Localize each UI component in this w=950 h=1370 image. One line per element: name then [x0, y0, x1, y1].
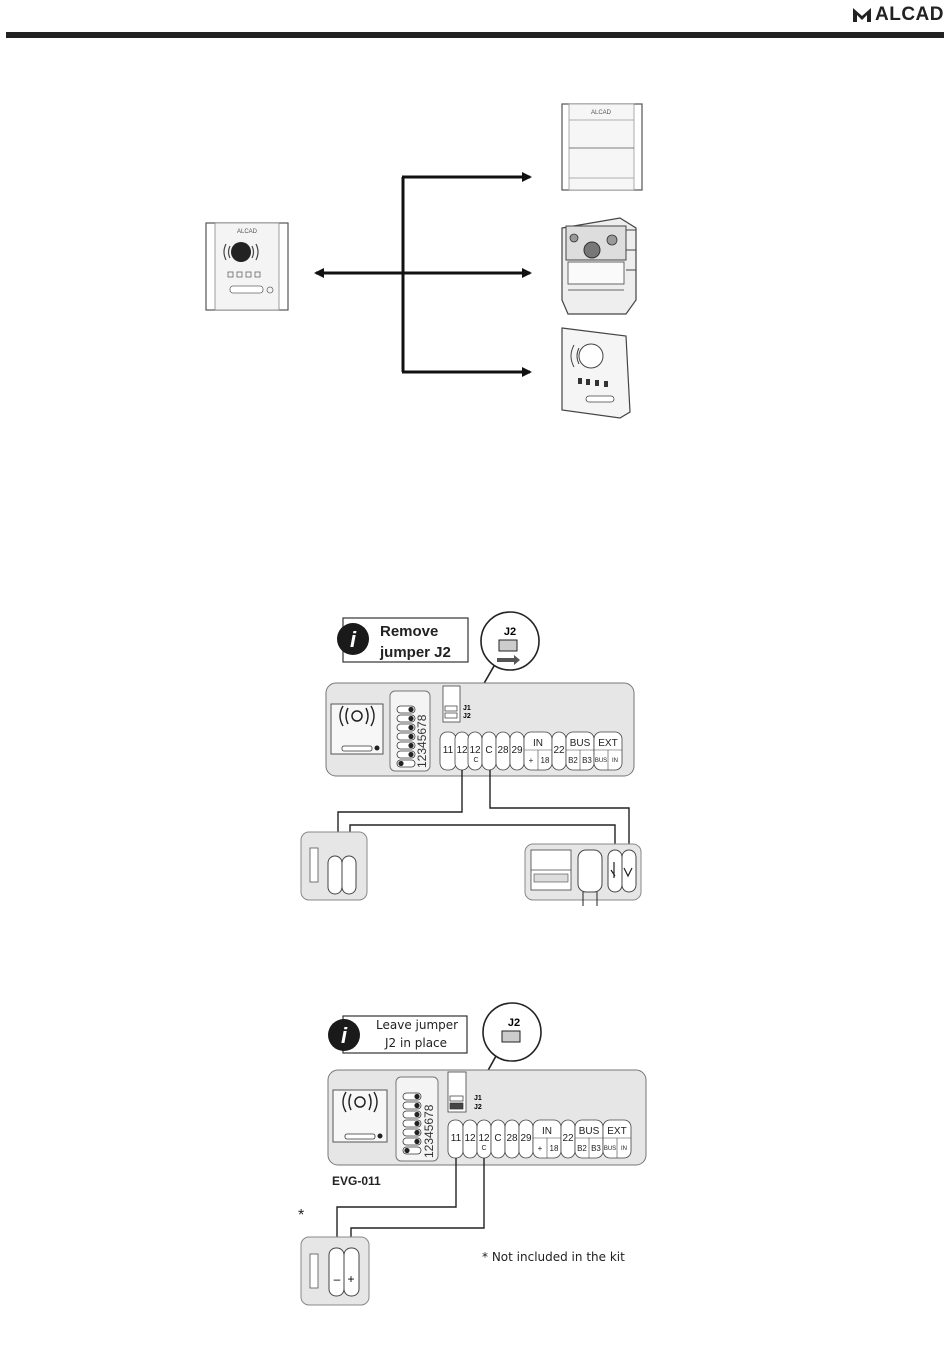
terminal-12-sub: C [481, 1145, 486, 1152]
terminal-12b: 12 [478, 1133, 490, 1144]
module-front-plate [562, 328, 630, 418]
wires [338, 770, 629, 850]
connection-arrows [316, 177, 530, 372]
note-line-2: J2 in place [384, 1036, 447, 1050]
terminal-12-sub: C [473, 757, 478, 764]
terminal-12a: 12 [464, 1133, 476, 1144]
terminal-in: IN [533, 738, 543, 749]
j1-label: J1 [474, 1095, 482, 1102]
terminal-11: 11 [443, 745, 454, 756]
note-line-1: Leave jumper [376, 1018, 458, 1032]
asterisk-mark: * [298, 1207, 304, 1224]
dip-switch: 12345678 [390, 691, 430, 771]
wires [337, 1158, 484, 1250]
camera-icon [231, 242, 251, 262]
call-button [230, 286, 263, 293]
terminal-22: 22 [553, 745, 565, 756]
svg-text:i: i [350, 627, 357, 652]
bus-b3: B3 [582, 756, 592, 765]
j2-label: J2 [474, 1104, 482, 1111]
terminal-ext: EXT [598, 738, 617, 749]
panel-brand: ALCAD [237, 229, 258, 235]
evg-board: 12345678 J1 J2 11 12 12 C C 28 29 IN [328, 1070, 646, 1165]
terminal-in: IN [542, 1126, 552, 1137]
dip-numbers: 12345678 [422, 1104, 436, 1158]
terminal-c: C [485, 745, 492, 756]
terminal-block: 11 12 12 C C 28 29 IN + 18 22 BUS B2 B3 … [440, 732, 622, 770]
ext-bus: BUS [604, 1146, 616, 1152]
terminal-29: 29 [511, 745, 523, 756]
terminal-bus: BUS [570, 738, 591, 749]
terminal-12a: 12 [456, 745, 468, 756]
ext-in: IN [621, 1146, 627, 1152]
j1-label: J1 [463, 705, 471, 712]
ext-in: IN [612, 758, 618, 764]
bus-b2: B2 [568, 756, 578, 765]
terminal-11: 11 [451, 1133, 462, 1144]
terminal-12b: 12 [469, 745, 481, 756]
terminal-22: 22 [562, 1133, 574, 1144]
terminal-28: 28 [497, 745, 509, 756]
note-line-1: Remove [380, 623, 438, 640]
compatibility-diagram: ALCAD ALCAD [0, 0, 950, 440]
terminal-28: 28 [506, 1133, 518, 1144]
in-plus: + [538, 1144, 543, 1153]
terminal-29: 29 [520, 1133, 532, 1144]
evg-board: 12345678 J1 J2 11 12 12 C C 28 29 IN [326, 683, 634, 776]
wiring-diagram-leave-j2: i Leave jumper J2 in place J2 12345678 [0, 990, 950, 1320]
svg-text:i: i [341, 1023, 348, 1048]
j2-label: J2 [463, 713, 471, 720]
in-18: 18 [541, 756, 550, 765]
note-line-2: jumper J2 [379, 644, 451, 661]
dip-numbers: 12345678 [415, 714, 429, 768]
note-leave-jumper: i Leave jumper J2 in place [328, 1016, 467, 1053]
module-brand: ALCAD [591, 110, 612, 116]
power-supply [525, 844, 641, 906]
note-remove-jumper: i Remove jumper J2 [337, 618, 468, 662]
in-plus: + [529, 756, 534, 765]
door-lock [301, 832, 367, 900]
terminal-c: C [494, 1133, 501, 1144]
module-electronics [562, 218, 636, 314]
terminal-bus: BUS [579, 1126, 600, 1137]
door-lock: – + [301, 1237, 369, 1305]
jumper-callout-label: J2 [504, 626, 516, 638]
lock-minus: – [334, 1272, 341, 1286]
terminal-ext: EXT [607, 1126, 626, 1137]
entrance-panel: ALCAD [206, 223, 288, 310]
bus-b2: B2 [577, 1144, 587, 1153]
jumper-callout-label: J2 [508, 1017, 520, 1029]
dip-switch: 12345678 [396, 1077, 438, 1161]
lock-plus: + [347, 1272, 354, 1286]
wiring-diagram-remove-j2: i Remove jumper J2 J2 12345678 [0, 600, 950, 920]
footnote: * Not included in the kit [482, 1250, 625, 1264]
ext-bus: BUS [595, 758, 607, 764]
model-label: EVG-011 [332, 1174, 381, 1188]
in-18: 18 [550, 1144, 559, 1153]
module-blank-panel: ALCAD [562, 104, 642, 190]
terminal-block: 11 12 12 C C 28 29 IN + 18 22 BUS B2 B3 … [448, 1120, 631, 1158]
bus-b3: B3 [591, 1144, 601, 1153]
